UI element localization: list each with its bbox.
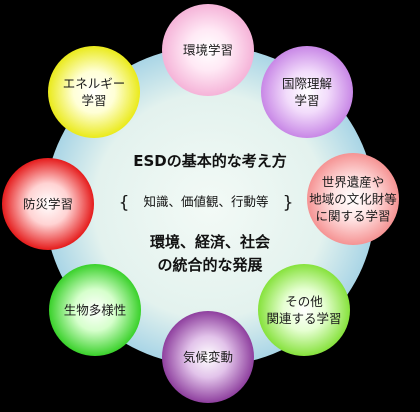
center-goal-line-1: 環境、経済、社会 (150, 233, 270, 251)
bubble-climate-circle (162, 311, 254, 403)
center-goal-line-2: の統合的な発展 (157, 256, 262, 274)
bubble-disaster-circle (2, 158, 94, 250)
center-bracket-left: { (119, 193, 130, 213)
bubble-international-label-line-1: 国際理解 (282, 76, 332, 91)
bubble-biodiversity: 生物多様性 (49, 264, 141, 356)
bubble-ring: 環境学習国際理解学習世界遺産や地域の文化財等に関する学習その他関連する学習気候変… (2, 4, 399, 403)
bubble-heritage-label-line-1: 世界遺産や (322, 175, 385, 190)
center-bracket-right: } (283, 193, 294, 213)
bubble-energy-label-line-1: エネルギー (63, 76, 126, 91)
bubble-heritage-label-line-3: に関する学習 (315, 209, 390, 224)
bubble-biodiversity-circle (49, 264, 141, 356)
center-title: ESDの基本的な考え方 (133, 152, 287, 170)
center-subtitle: 知識、価値観、行動等 (143, 194, 268, 209)
bubble-international-circle (261, 46, 353, 138)
bubble-other-label-line-2: 関連する学習 (266, 311, 341, 326)
bubble-energy-circle (48, 46, 140, 138)
bubble-heritage-circle (307, 153, 399, 245)
bubble-climate-label-line-1: 気候変動 (183, 350, 233, 365)
bubble-energy-label-line-2: 学習 (81, 93, 106, 108)
bubble-biodiversity-label-line-1: 生物多様性 (64, 303, 127, 318)
bubble-other-label-line-1: その他 (285, 294, 323, 309)
bubble-disaster: 防災学習 (2, 158, 94, 250)
bubble-heritage-label-line-2: 地域の文化財等 (309, 192, 397, 207)
bubble-climate: 気候変動 (162, 311, 254, 403)
bubble-international-label-line-2: 学習 (294, 93, 319, 108)
bubble-environment: 環境学習 (162, 4, 254, 96)
bubble-disaster-label-line-1: 防災学習 (23, 197, 73, 212)
bubble-environment-label-line-1: 環境学習 (183, 43, 233, 58)
bubble-other-circle (258, 264, 350, 356)
center-text-group: ESDの基本的な考え方 { 知識、価値観、行動等 } 環境、経済、社会 の統合的… (119, 152, 294, 274)
bubble-environment-circle (162, 4, 254, 96)
